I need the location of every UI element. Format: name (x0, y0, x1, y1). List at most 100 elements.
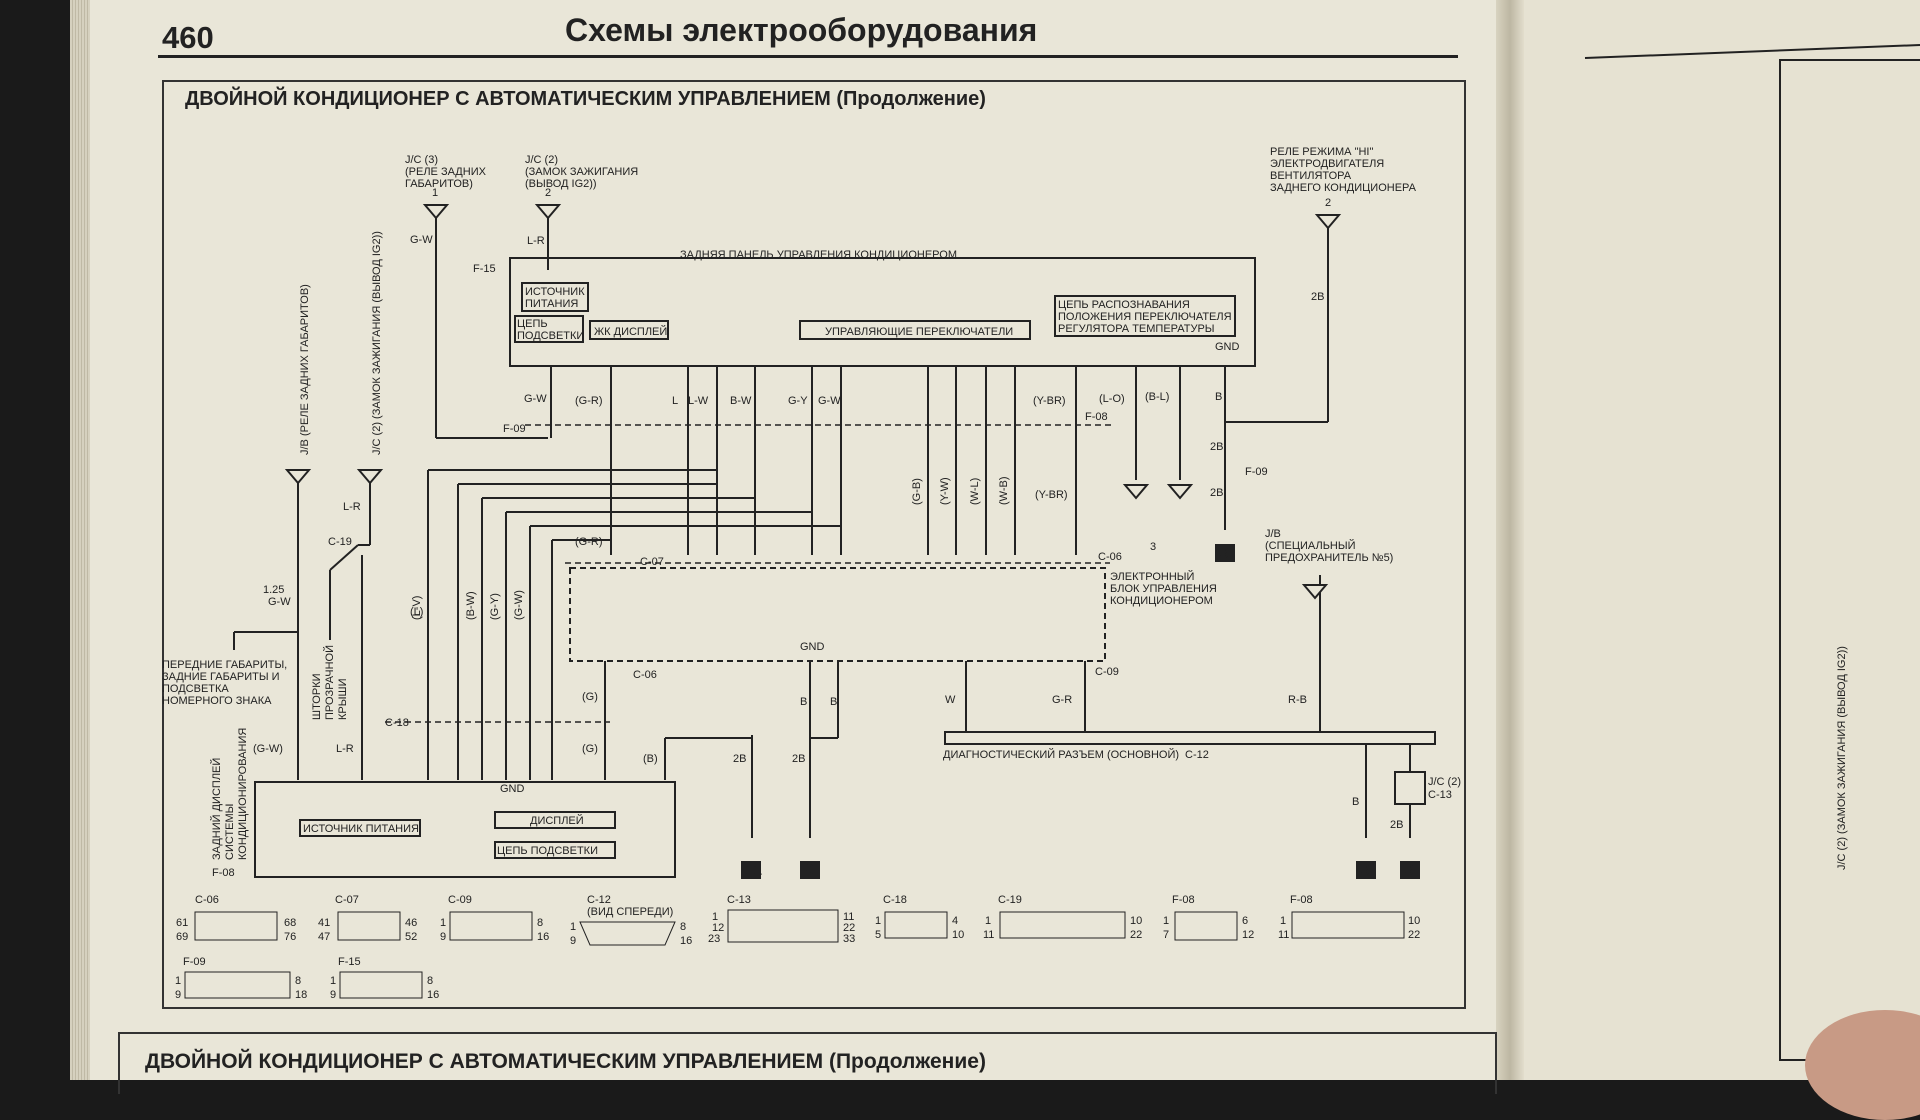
ecu-c09: C-09 (1095, 666, 1119, 678)
wire-label-2b4: 2B (733, 753, 746, 765)
wire-label-wb: (W-B) (998, 476, 1010, 505)
ecu-box (569, 567, 1106, 662)
note-blinds-3: КРЫШИ (337, 679, 349, 720)
svg-text:6: 6 (1242, 915, 1248, 927)
next-section-title: ДВОЙНОЙ КОНДИЦИОНЕР С АВТОМАТИЧЕСКИМ УПР… (145, 1050, 986, 1073)
gnd-rp: GND (1215, 341, 1240, 353)
svg-text:9: 9 (570, 935, 576, 947)
wire-label-gr2: (G-R) (575, 395, 603, 407)
svg-text:68: 68 (284, 917, 296, 929)
ecu-c06: C-06 (1098, 551, 1122, 563)
wire-label-gr3: (G-R) (575, 536, 603, 548)
svg-text:C-07: C-07 (335, 894, 359, 906)
ground-3b (1356, 861, 1376, 879)
right-page-note: J/C (2) (ЗАМОК ЗАЖИГАНИЯ (ВЫВОД IG2)) (1836, 646, 1848, 870)
wire-label-lr3: L-R (336, 743, 354, 755)
svg-text:22: 22 (1130, 929, 1142, 941)
svg-text:(ВИД СПЕРЕДИ): (ВИД СПЕРЕДИ) (587, 906, 673, 918)
svg-text:16: 16 (427, 989, 439, 1001)
wire-label-lw: L-W (688, 395, 709, 407)
svg-text:12: 12 (1242, 929, 1254, 941)
wire-label-lr2: L-R (343, 501, 361, 513)
ecu-c06b: C-06 (633, 669, 657, 681)
svg-text:9: 9 (440, 931, 446, 943)
wire-label-ybr: (Y-BR) (1033, 395, 1066, 407)
wire-label-2b5: 2B (792, 753, 805, 765)
diag-connector-box (944, 731, 1436, 745)
wire-label-w: W (945, 694, 956, 706)
svg-text:1: 1 (985, 915, 991, 927)
src-jc2-vertical: J/C (2) (ЗАМОК ЗАЖИГАНИЯ (ВЫВОД IG2)) (371, 231, 383, 455)
ecu-title-1: ЭЛЕКТРОННЫЙ (1110, 570, 1194, 583)
src-relay-4: ЗАДНЕГО КОНДИЦИОНЕРА (1270, 182, 1417, 194)
rd-backlight-box (494, 841, 616, 859)
svg-text:16: 16 (680, 935, 692, 947)
connector-view-c18: C-18 1 5 4 10 (875, 894, 964, 941)
svg-text:F-09: F-09 (183, 956, 206, 968)
rp-backlight-1: ЦЕПЬ (517, 318, 548, 330)
src-jc2-2: (ЗАМОК ЗАЖИГАНИЯ (525, 166, 638, 178)
svg-text:10: 10 (1408, 915, 1420, 927)
wire-label-bw2: (B-W) (465, 591, 477, 620)
rd-power-box (299, 819, 421, 837)
rd-display: ДИСПЛЕЙ (530, 814, 584, 827)
src-relay-2: ЭЛЕКТРОДВИГАТЕЛЯ (1270, 158, 1384, 170)
wire-label-gw3: G-W (524, 393, 547, 405)
right-page-rule (1584, 44, 1920, 59)
src-jb-vertical: J/B (РЕЛЕ ЗАДНИХ ГАБАРИТОВ) (299, 284, 311, 455)
conn-c18: C-18 (385, 717, 409, 729)
svg-text:9: 9 (330, 989, 336, 1001)
note-blinds-1: ШТОРКИ (311, 673, 323, 720)
conn-f09: F-09 (503, 423, 526, 435)
src-jb-2: (СПЕЦИАЛЬНЫЙ (1265, 539, 1356, 552)
wire-label-lv: (L-V) (411, 596, 423, 620)
wire-label-2b6: 2B (1390, 819, 1403, 831)
pin-jc2: 2 (545, 187, 551, 199)
src-relay-1: РЕЛЕ РЕЖИМА "HI" (1270, 146, 1373, 158)
connector-view-c19: C-19 1 11 10 22 (983, 894, 1142, 941)
svg-text:33: 33 (843, 933, 855, 945)
wire-label-wl: (W-L) (969, 478, 981, 505)
svg-text:1: 1 (330, 975, 336, 987)
svg-text:5: 5 (875, 929, 881, 941)
header-rule (158, 55, 1458, 58)
wire-label-b3: B (830, 696, 837, 708)
svg-text:F-15: F-15 (338, 956, 361, 968)
wire-label-gw5: (G-W) (513, 590, 525, 620)
svg-text:C-12: C-12 (587, 894, 611, 906)
gnd-rd: GND (500, 783, 525, 795)
connector-view-c13: C-13 1 12 23 11 22 33 (708, 894, 855, 945)
svg-text:1: 1 (875, 915, 881, 927)
svg-text:47: 47 (318, 931, 330, 943)
src-relay-3: ВЕНТИЛЯТОРА (1270, 170, 1352, 182)
rp-power-1: ИСТОЧНИК (525, 286, 585, 298)
connector-view-f09: F-09 1 9 8 18 (175, 956, 307, 1001)
wire-label-l: L (672, 395, 678, 407)
svg-text:1: 1 (440, 917, 446, 929)
src-jc3-2: (РЕЛЕ ЗАДНИХ (405, 166, 487, 178)
svg-text:8: 8 (427, 975, 433, 987)
wire-label-bl: (B-L) (1145, 391, 1169, 403)
svg-text:69: 69 (176, 931, 188, 943)
wire-label-lc: (L) (410, 606, 423, 618)
conn-c13: C-13 (1428, 789, 1452, 801)
svg-text:76: 76 (284, 931, 296, 943)
svg-text:C-19: C-19 (998, 894, 1022, 906)
diag-connector: C-12 (1185, 749, 1209, 761)
section-title: ДВОЙНОЙ КОНДИЦИОНЕР С АВТОМАТИЧЕСКИМ УПР… (185, 88, 986, 110)
rp-lcd: ЖК ДИСПЛЕЙ (594, 325, 667, 338)
ecu-c07: C-07 (640, 556, 664, 568)
svg-text:23: 23 (708, 933, 720, 945)
wire-label-rb: R-B (1288, 694, 1307, 706)
rd-vert-1: ЗАДНИЙ ДИСПЛЕЙ (210, 758, 223, 860)
svg-text:4: 4 (952, 915, 958, 927)
svg-text:11: 11 (843, 911, 854, 923)
src-jc3-3: ГАБАРИТОВ) (405, 178, 473, 190)
svg-text:10: 10 (1130, 915, 1142, 927)
rd-vert-2: СИСТЕМЫ (224, 804, 236, 860)
wire-label-ybr2: (Y-BR) (1035, 489, 1068, 501)
wire-label-gw2: G-W (268, 596, 291, 608)
svg-text:7: 7 (1163, 929, 1169, 941)
wire-label-gb: (G-B) (911, 478, 923, 505)
rp-power-2: ПИТАНИЯ (525, 298, 578, 310)
